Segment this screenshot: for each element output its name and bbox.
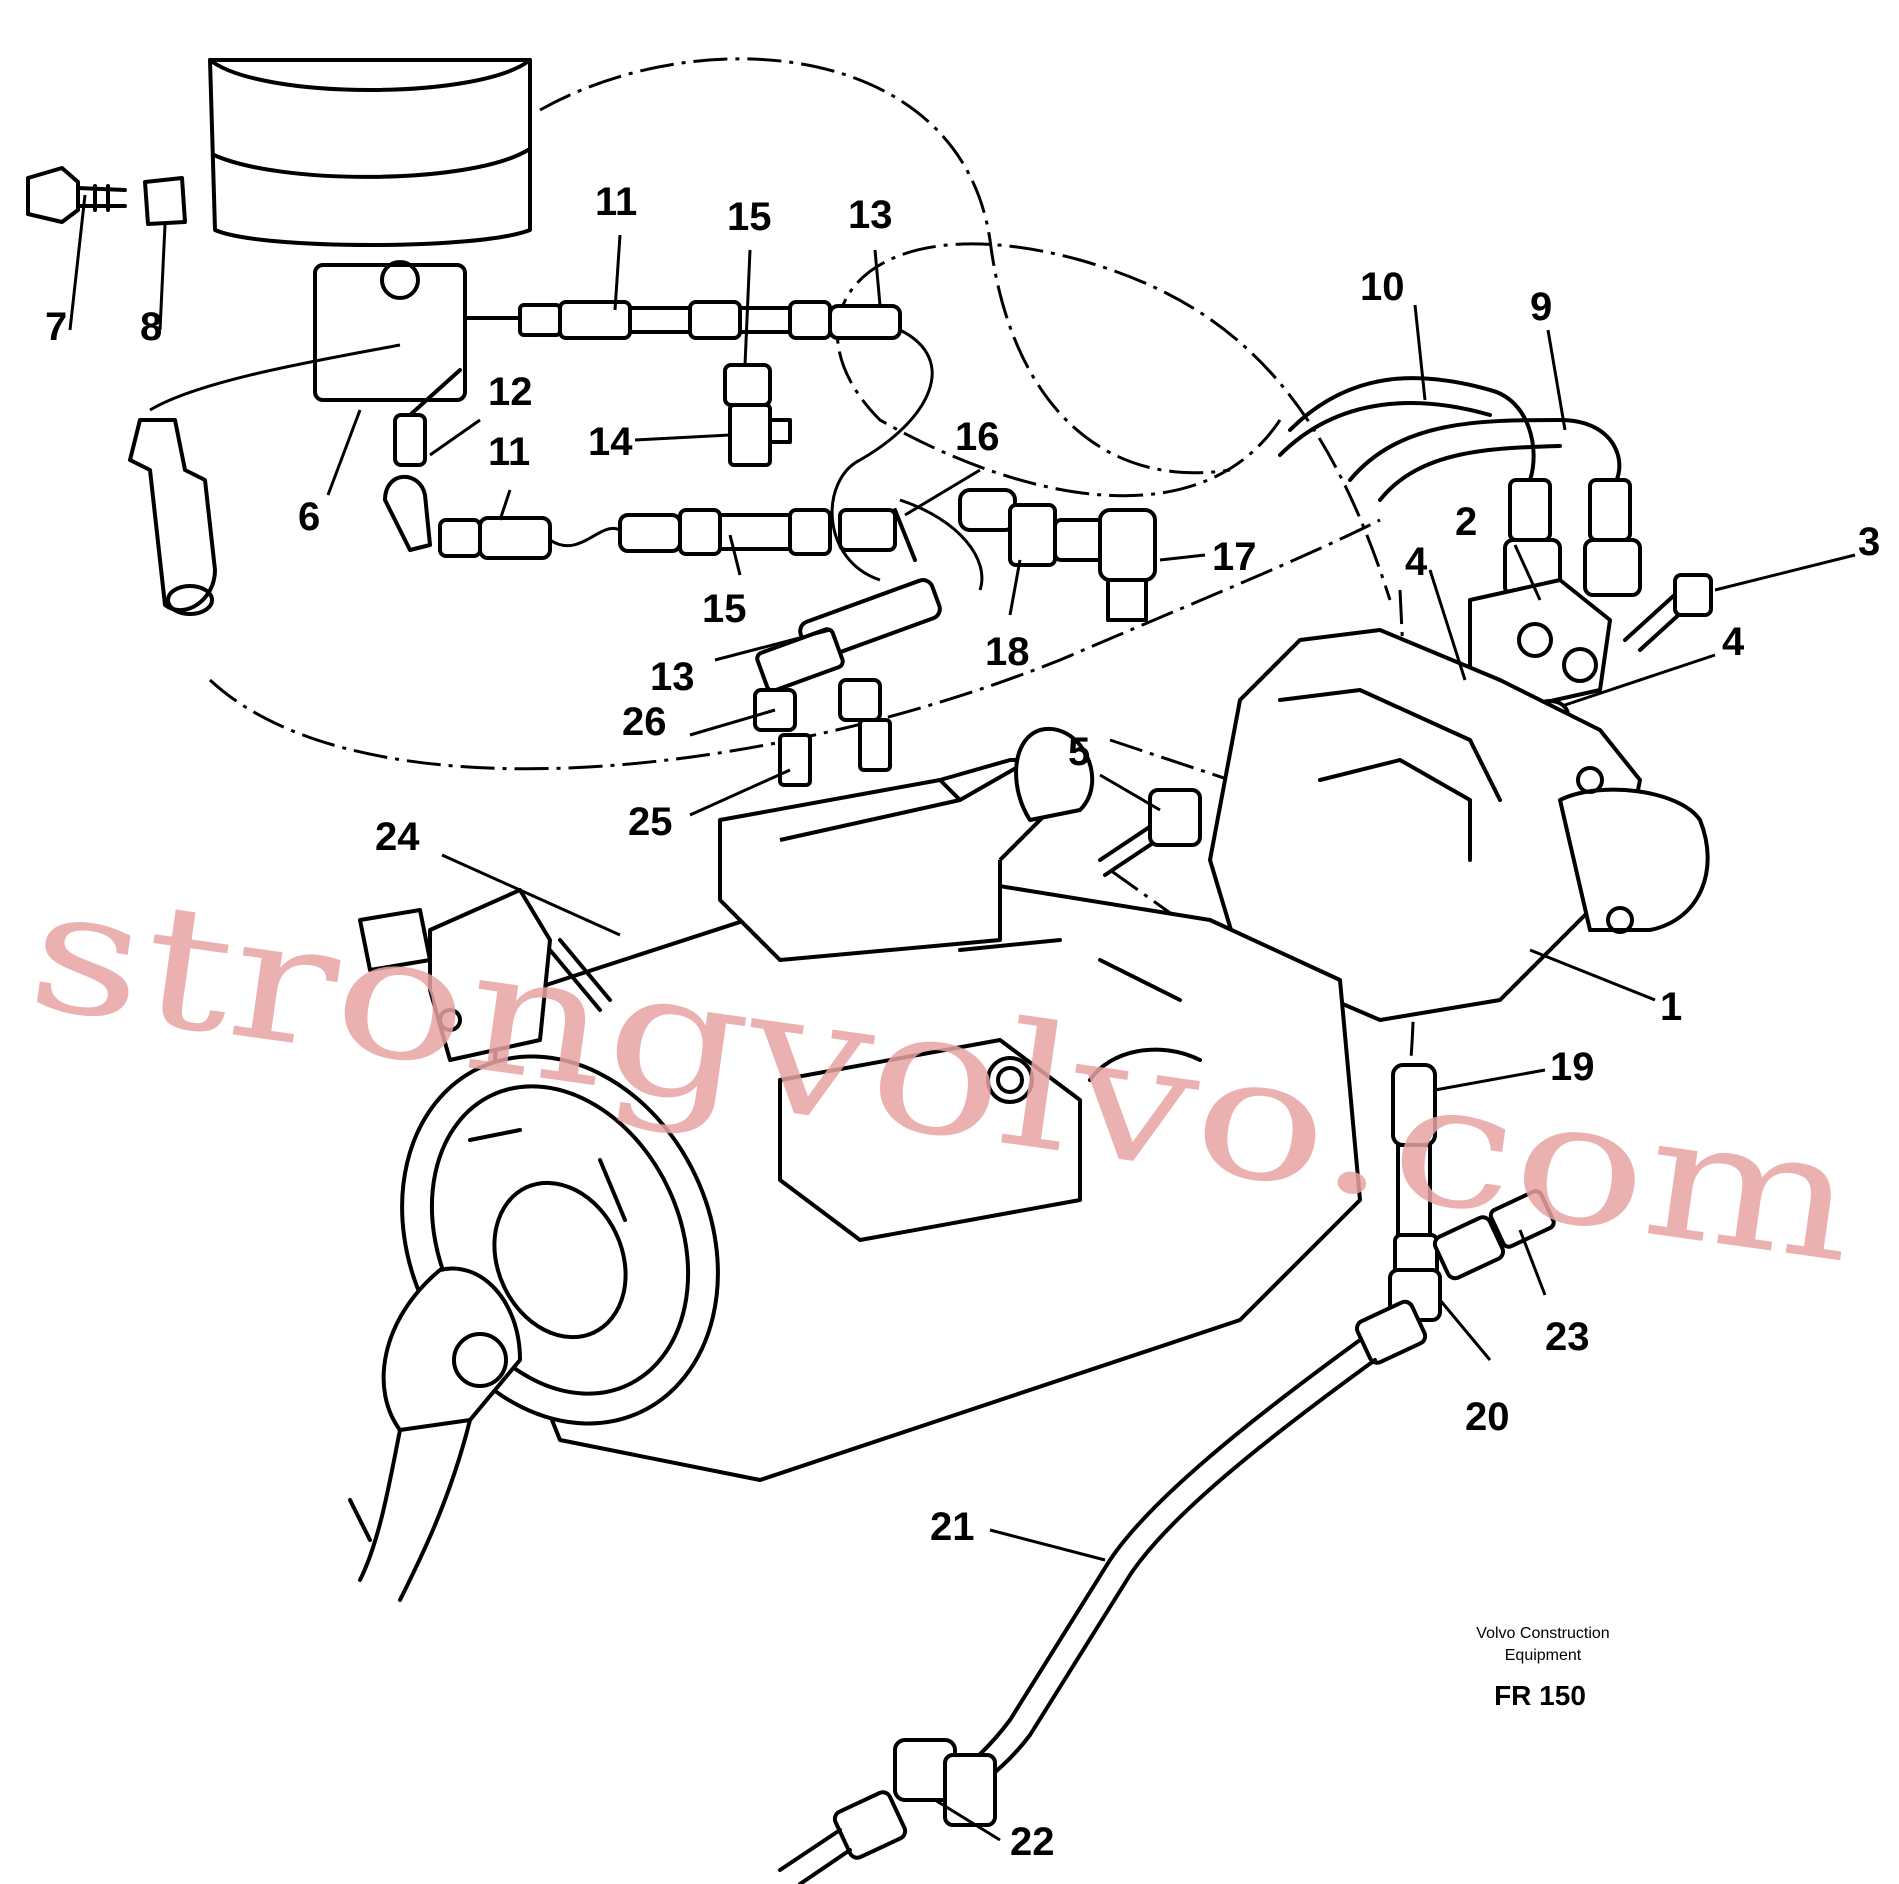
callout-2: 2: [1455, 500, 1477, 544]
callout-26: 26: [622, 700, 667, 744]
callout-16: 16: [955, 415, 1000, 459]
drive-shaft: [348, 1418, 472, 1602]
callout-25: 25: [628, 800, 673, 844]
footer: Volvo Construction Equipment FR 150: [1476, 1625, 1609, 1711]
callout-17: 17: [1212, 535, 1257, 579]
callout-24: 24: [375, 815, 420, 859]
callout-21: 21: [930, 1505, 975, 1549]
fitting-18: [958, 488, 1107, 567]
footer-company-line1: Volvo Construction: [1476, 1625, 1609, 1642]
pipe-21: [928, 1338, 1362, 1792]
footer-code: FR 150: [1494, 1680, 1586, 1711]
filter-canister: [208, 58, 532, 402]
callout-3: 3: [1858, 520, 1880, 564]
callout-4a: 4: [1405, 540, 1428, 584]
callout-18: 18: [985, 630, 1030, 674]
elbow-17: [1098, 508, 1157, 622]
pump-1: [1208, 628, 1710, 1022]
universal-joint: [381, 1266, 522, 1432]
callout-1: 1: [1660, 985, 1682, 1029]
tee-20: [1354, 1215, 1506, 1365]
tee-13-lower: [755, 578, 942, 693]
bolt-5: [1098, 788, 1202, 877]
callout-13b: 13: [650, 655, 695, 699]
callout-14: 14: [588, 420, 633, 464]
callout-labels: 1 2 3 4 4 5 6 7 8 9 10 11 11 12 13 13 14…: [45, 180, 1880, 1864]
fitting-23: [1488, 1189, 1556, 1249]
callout-23: 23: [1545, 1315, 1590, 1359]
fitting-7: [26, 166, 127, 224]
hose-route-loop: [836, 242, 1392, 601]
callout-7: 7: [45, 305, 67, 349]
hose-9-inner: [1378, 444, 1562, 502]
callout-10: 10: [1360, 265, 1405, 309]
hose-route-lower: [208, 518, 1381, 771]
leader-lines: [68, 194, 1856, 1842]
callout-13a: 13: [848, 193, 893, 237]
hose-10-inner: [1278, 401, 1492, 457]
footer-company-line2: Equipment: [1505, 1647, 1582, 1664]
callout-22: 22: [1010, 1820, 1055, 1864]
callout-8: 8: [140, 305, 162, 349]
hose-filter-sensor: [149, 343, 401, 412]
callout-15b: 15: [702, 587, 747, 631]
hose-9: [1348, 418, 1622, 492]
fitting-8: [143, 176, 187, 226]
hose-route-top: [539, 57, 1231, 475]
fitting-24: [358, 888, 612, 1062]
callout-19: 19: [1550, 1045, 1595, 1089]
hose-9-end: [1583, 478, 1642, 597]
callout-6: 6: [298, 495, 320, 539]
bolt-3: [1623, 573, 1713, 652]
callout-20: 20: [1465, 1395, 1510, 1439]
tee-14: [723, 363, 792, 467]
callout-12: 12: [488, 370, 533, 414]
callout-11a: 11: [595, 180, 637, 224]
callout-15a: 15: [727, 195, 772, 239]
callout-11b: 11: [488, 430, 530, 474]
hose-10-end: [1503, 478, 1562, 597]
pipe-21-inner: [943, 1358, 1377, 1807]
fitting-chain-lower: [383, 474, 832, 560]
callout-4b: 4: [1722, 620, 1745, 664]
fitting-25: [778, 718, 892, 787]
hose-19: [1391, 1063, 1439, 1277]
fitting-12: [393, 368, 462, 467]
tee-22: [778, 1738, 997, 1884]
callout-9: 9: [1530, 285, 1552, 329]
clip-16: [838, 508, 917, 562]
callout-5: 5: [1068, 730, 1090, 774]
fitting-chain-top: [463, 300, 902, 340]
hose-10: [1288, 376, 1536, 482]
sensor-fitting: [128, 418, 217, 616]
